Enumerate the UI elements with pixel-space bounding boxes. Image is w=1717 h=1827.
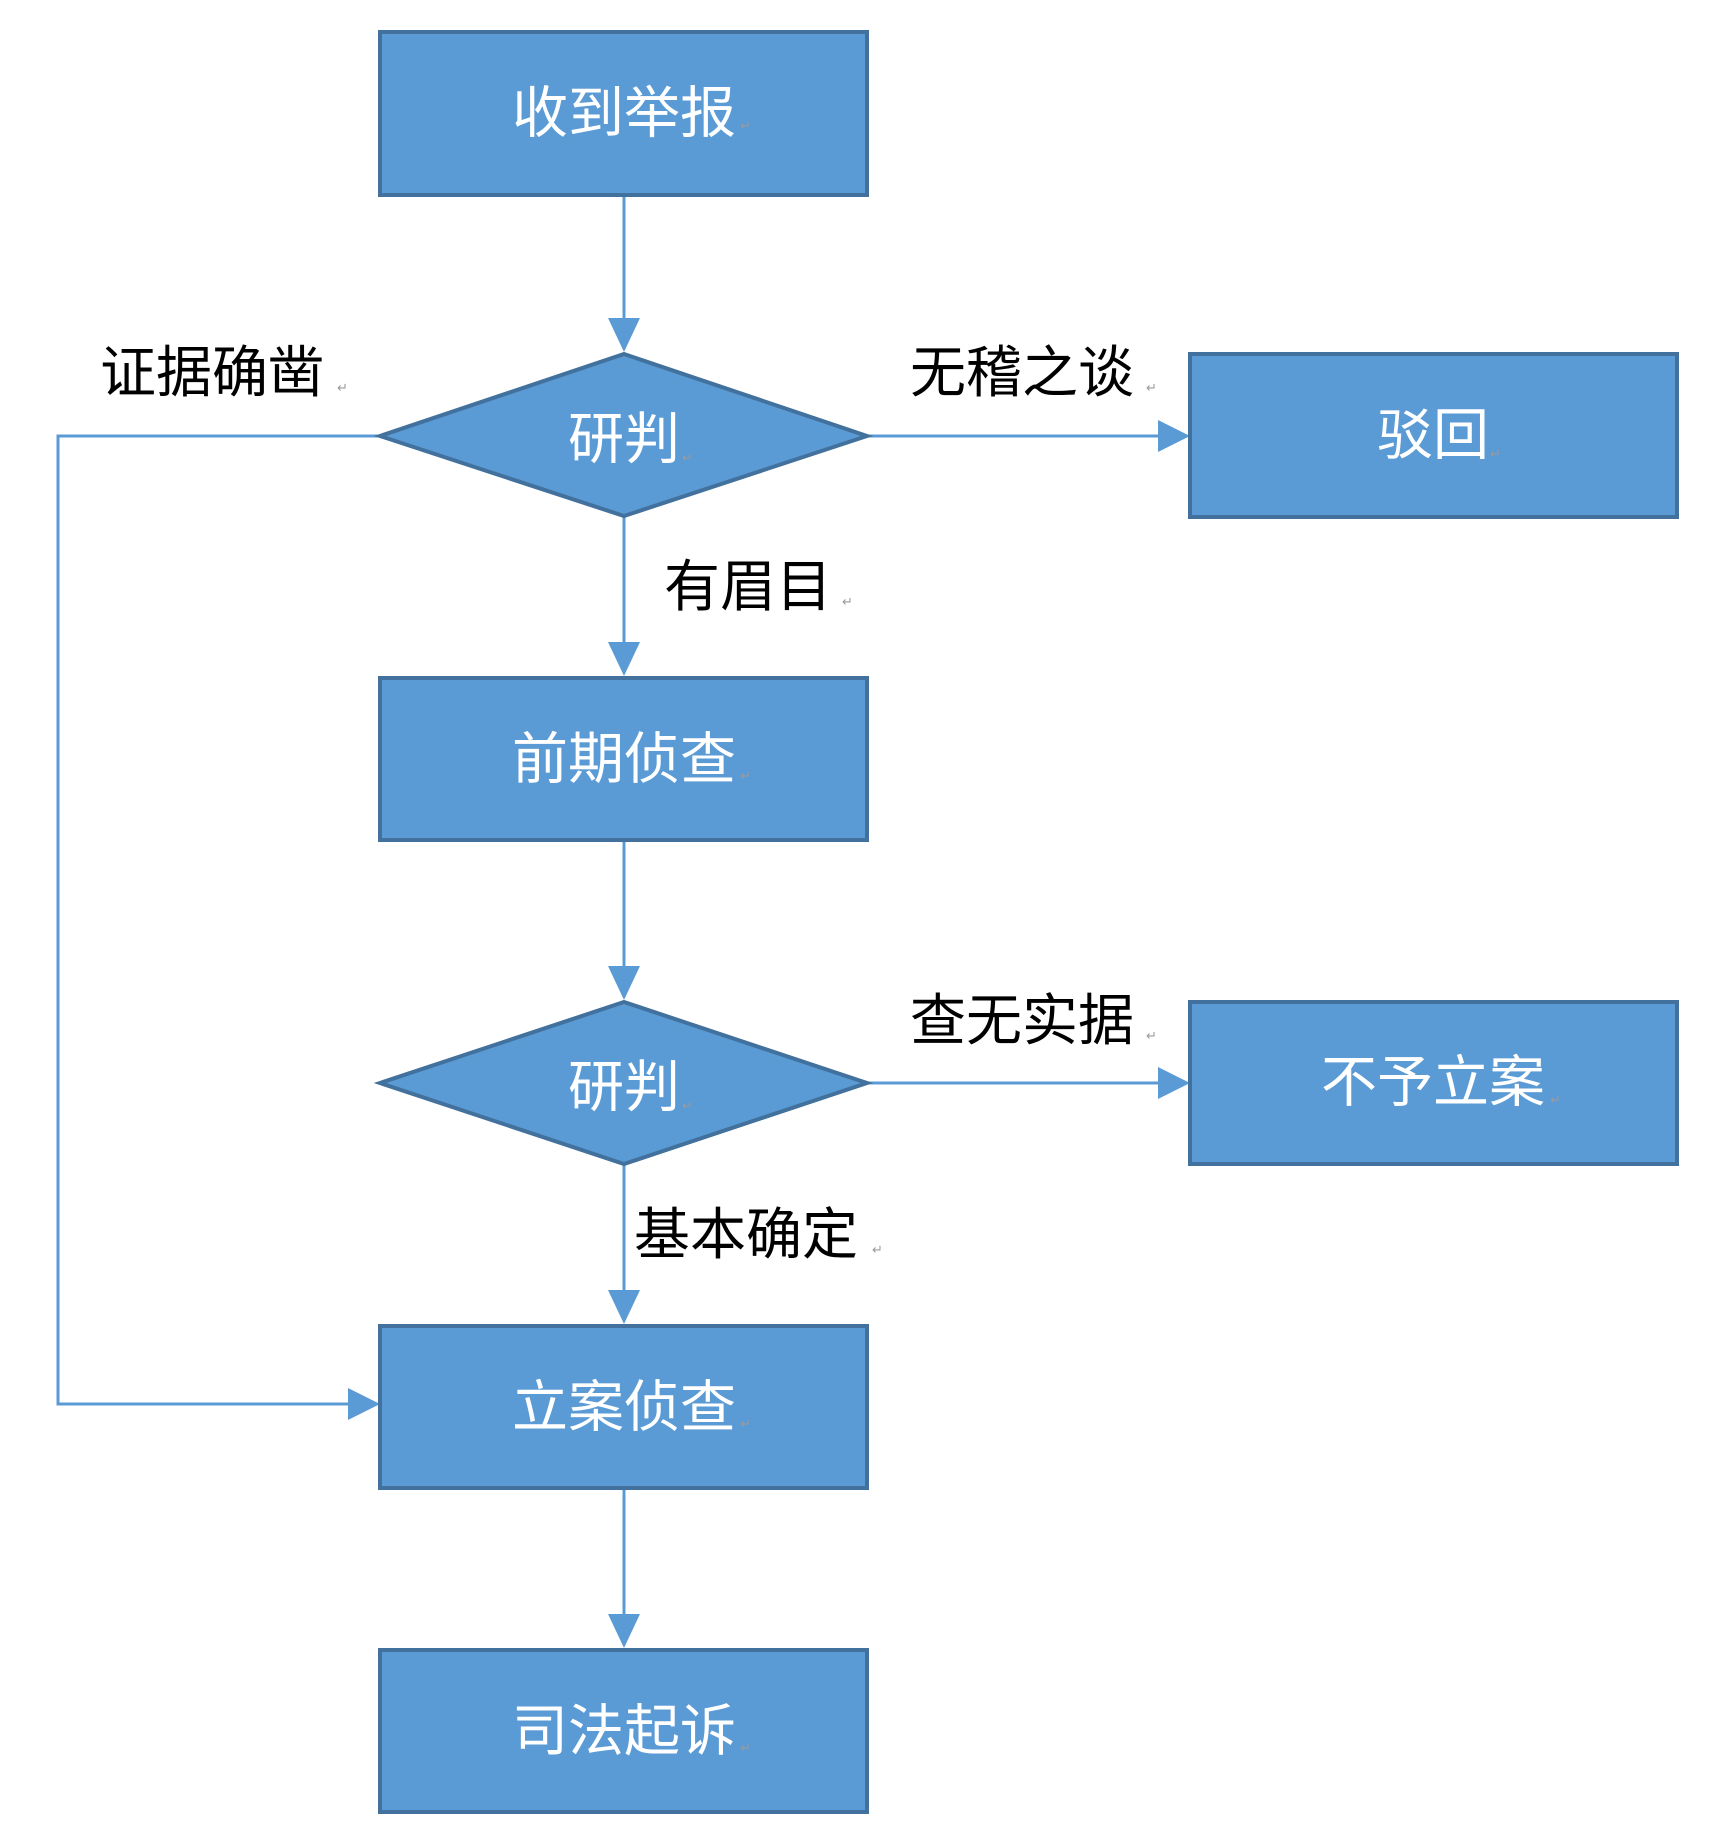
node-reject: 驳回 ↵ [1188,352,1679,519]
node-decision-2-label: 研判 [568,1056,680,1121]
node-decision-2: 研判 ↵ [373,999,874,1167]
node-case-investigation: 立案侦查 ↵ [378,1324,869,1490]
paragraph-mark: ↵ [842,595,853,610]
paragraph-mark: ↵ [1490,447,1501,462]
node-decision-1: 研判 ↵ [373,351,874,519]
arrowhead-case-investigation-left [348,1388,380,1420]
node-decision-1-label: 研判 [568,408,680,473]
paragraph-mark: ↵ [682,451,693,466]
paragraph-mark: ↵ [337,381,348,396]
paragraph-mark: ↵ [740,1417,751,1432]
edge-label-no-evidence-found: 查无实据 [910,989,1134,1054]
node-preliminary-investigation: 前期侦查 ↵ [378,676,869,842]
paragraph-mark: ↵ [740,769,751,784]
node-no-filing-label: 不予立案 [1321,1051,1545,1116]
node-judicial-prosecution-label: 司法起诉 [512,1700,736,1765]
arrowhead-prosecution [608,1614,640,1648]
edge-label-has-leads: 有眉目 [664,555,832,620]
arrowhead-decision2 [608,966,640,1000]
paragraph-mark: ↵ [682,1099,693,1114]
edge-decision1-to-case-investigation [56,434,380,1406]
arrowhead-case-investigation-top [608,1290,640,1324]
paragraph-mark: ↵ [740,1741,751,1756]
node-no-filing: 不予立案 ↵ [1188,1000,1679,1166]
node-reject-label: 驳回 [1377,404,1489,469]
arrowhead-no-filing [1158,1067,1190,1099]
paragraph-mark: ↵ [1146,381,1157,396]
node-receive-report-label: 收到举报 [512,82,736,147]
node-preliminary-investigation-label: 前期侦查 [512,728,736,793]
paragraph-mark: ↵ [1146,1029,1157,1044]
node-judicial-prosecution: 司法起诉 ↵ [378,1648,869,1814]
paragraph-mark: ↵ [740,119,751,134]
node-case-investigation-label: 立案侦查 [512,1376,736,1441]
paragraph-mark: ↵ [1550,1093,1561,1108]
paragraph-mark: ↵ [872,1243,883,1258]
arrowhead-reject [1158,420,1190,452]
node-receive-report: 收到举报 ↵ [378,30,869,197]
edge-label-groundless: 无稽之谈 [910,341,1134,406]
arrowhead-preliminary [608,642,640,676]
edge-label-basically-confirmed: 基本确定 [634,1203,858,1268]
edge-label-conclusive-evidence: 证据确凿 [100,341,324,406]
arrowhead-decision1 [608,318,640,352]
